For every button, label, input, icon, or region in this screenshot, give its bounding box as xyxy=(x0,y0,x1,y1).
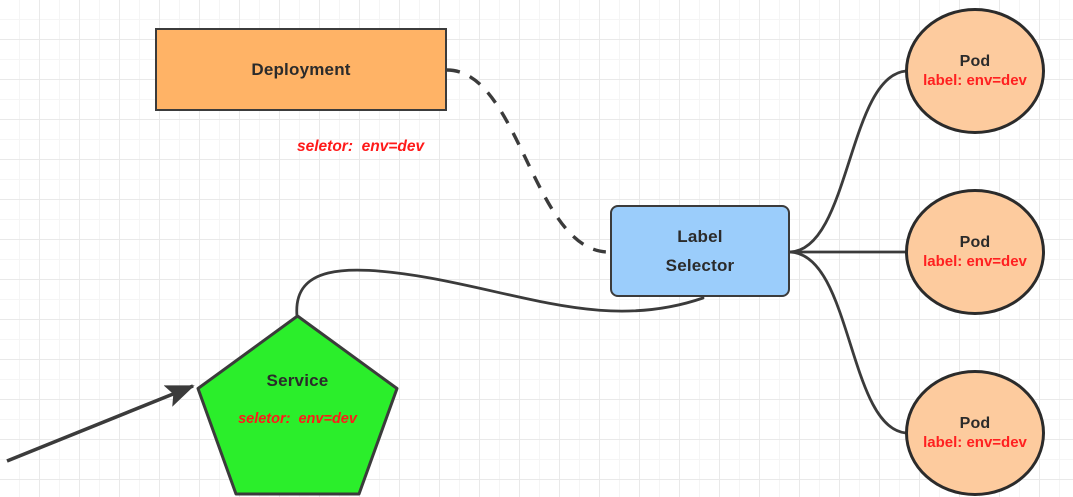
edge-label-selector-to-pod-1 xyxy=(788,69,908,254)
edge-inbound-arrow-to-service xyxy=(6,384,195,463)
node-pod-3[interactable]: Pod label: env=dev xyxy=(905,370,1045,496)
edge-deployment-to-label-selector xyxy=(446,68,610,254)
deployment-selector-annotation: seletor: env=dev xyxy=(297,138,425,155)
node-service-labels: Service seletor: env=dev xyxy=(195,313,400,497)
node-pod-2-label: Pod xyxy=(959,233,991,251)
node-pod-1-label: Pod xyxy=(959,52,991,70)
node-service-label: Service xyxy=(266,371,329,390)
node-deployment[interactable]: Deployment xyxy=(155,28,447,111)
node-pod-3-label: Pod xyxy=(959,414,991,432)
node-label-selector-line2: Selector xyxy=(665,256,735,275)
node-pod-1-selector: label: env=dev xyxy=(923,71,1027,89)
pentagon-shape xyxy=(196,314,399,496)
node-deployment-label: Deployment xyxy=(251,59,351,79)
edge-service-to-label-selector xyxy=(295,268,705,318)
node-pod-3-selector: label: env=dev xyxy=(923,433,1027,451)
node-service-selector: seletor: env=dev xyxy=(238,411,357,427)
node-pod-2-selector: label: env=dev xyxy=(923,252,1027,270)
node-pod-1[interactable]: Pod label: env=dev xyxy=(905,8,1045,134)
node-service[interactable]: Service seletor: env=dev xyxy=(195,313,400,497)
node-pod-2[interactable]: Pod label: env=dev xyxy=(905,189,1045,315)
node-label-selector[interactable]: Label Selector xyxy=(610,205,790,297)
edge-label-selector-to-pod-3 xyxy=(788,250,908,435)
node-label-selector-line1: Label xyxy=(677,227,723,246)
